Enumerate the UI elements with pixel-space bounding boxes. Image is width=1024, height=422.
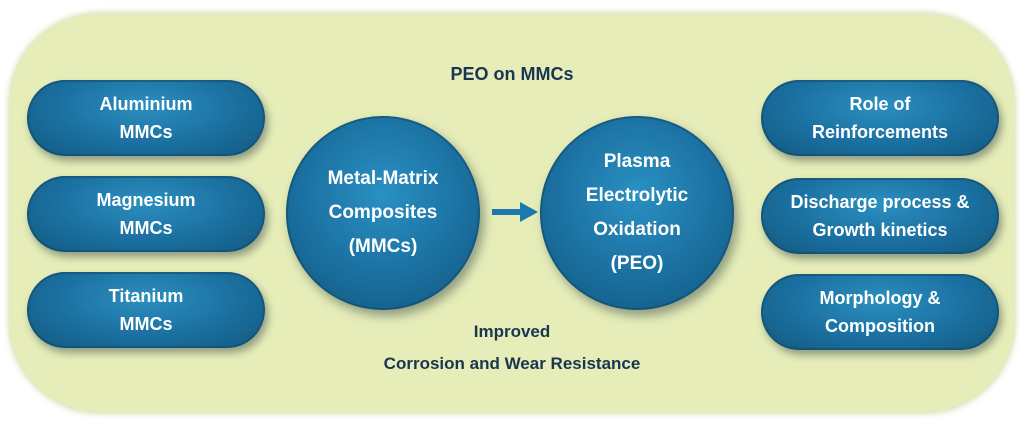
magnesium-mmcs-box: Magnesium MMCs [27,176,265,252]
arrow-right-icon [492,202,538,222]
peo-circle: Plasma Electrolytic Oxidation (PEO) [540,116,734,310]
outcome-line-1: Improved [473,322,551,341]
outcome-line-2: Corrosion and Wear Resistance [383,354,641,373]
titanium-mmcs-box: Titanium MMCs [27,272,265,348]
discharge-process-box: Discharge process & Growth kinetics [761,178,999,254]
aluminium-mmcs-box: Aluminium MMCs [27,80,265,156]
morphology-composition-box: Morphology & Composition [761,274,999,350]
mmc-circle: Metal-Matrix Composites (MMCs) [286,116,480,310]
role-of-reinforcements-box: Role of Reinforcements [761,80,999,156]
diagram-title: PEO on MMCs [450,64,574,84]
